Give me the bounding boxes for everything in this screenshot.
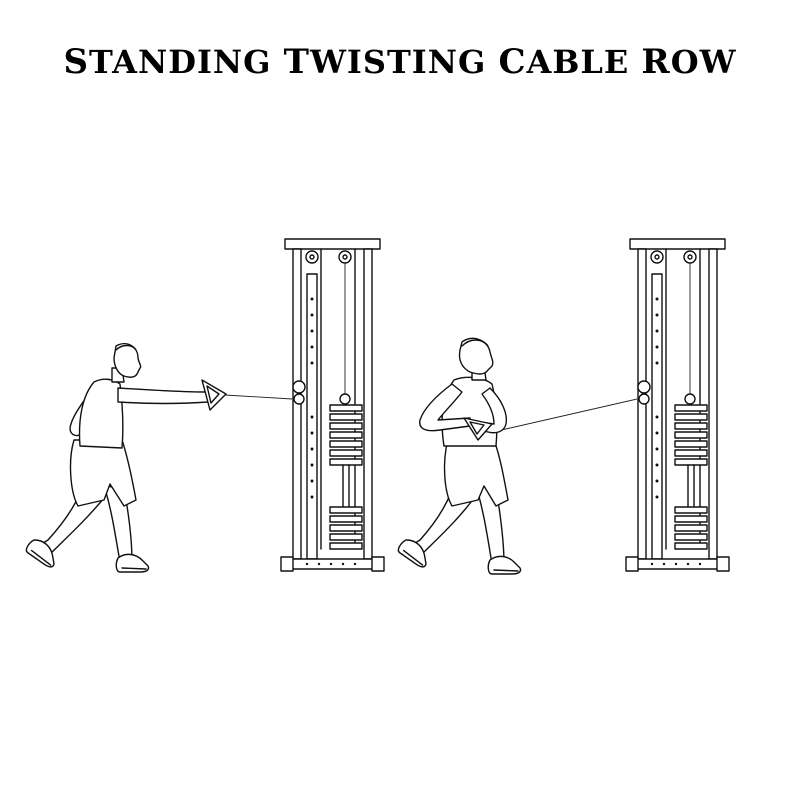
athlete-figure-finish [395,337,638,575]
cable-machine-right [625,238,730,572]
cable-line [496,398,638,432]
cable-line [224,394,293,400]
athlete-figure-start [23,342,293,573]
cable-machine-left [280,238,385,572]
exercise-title: STANDING TWISTING CABLE ROW [63,42,737,82]
